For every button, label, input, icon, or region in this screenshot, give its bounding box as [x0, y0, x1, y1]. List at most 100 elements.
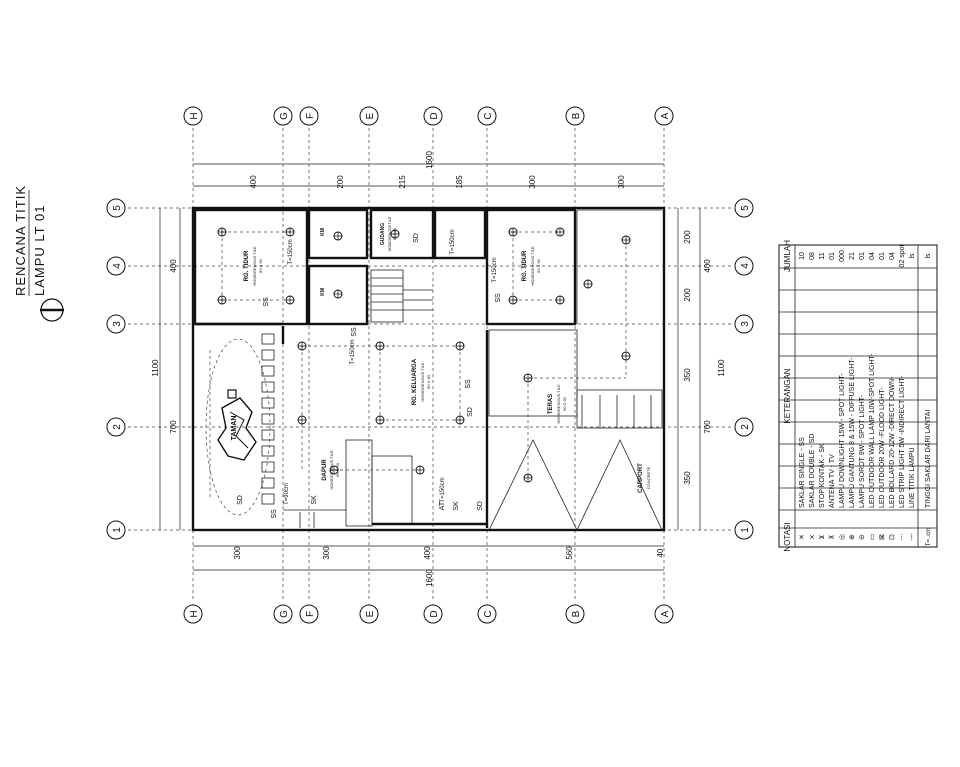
switch-single-tag: SS [263, 297, 270, 307]
room-floor: HOMOGENOUS TILE [388, 216, 392, 251]
room-floor: HOMOGENOUS TILE [329, 450, 334, 490]
room-terrace: TERAS HOMOGENOUS TILE 60 X 60 [548, 384, 567, 424]
room-floor: HOMOGENOUS TILE [252, 246, 257, 286]
dim-left-seg: 700 [169, 420, 178, 434]
legend-header-description: KETERANGAN [783, 368, 792, 423]
dim-top-seg: 400 [249, 175, 258, 189]
room-name: DAPUR [322, 459, 328, 481]
tree-icon [217, 389, 257, 461]
garden [205, 333, 275, 516]
legend-desc: LED OUTDOOR WALL LAMP 10W-SPOT LIGHT- [869, 353, 876, 508]
grid-bubbles-bottom: H G F E D C B A [183, 604, 674, 624]
switch-double-tag: SD [467, 407, 474, 417]
legend-row: ⊕ LAMPU GANTUNG 8 & 15W - DIFFUSE LIGHT-… [849, 252, 856, 540]
switch-height-tag: T=150cm [450, 229, 456, 254]
legend-notation: ▭ [869, 534, 876, 541]
room-kitchen: DAPUR HOMOGENOUS TILE 60 X 60 [322, 450, 340, 490]
legend-notation: ✕ [799, 534, 806, 540]
ceiling-light-icon [375, 341, 385, 351]
room-name: RG. KELUARGA [412, 358, 418, 405]
legend-desc: LED STRIP LIGHT 5W -INDIRECT LIGHT- [899, 375, 906, 508]
ceiling-light-icon [583, 279, 593, 289]
grid-col-label: A [660, 610, 671, 617]
grid-col-label: E [365, 112, 376, 119]
grid-col-label: F [305, 611, 316, 617]
legend-qty: 01 [859, 252, 866, 260]
garden-stepping-stones [261, 333, 275, 505]
ceiling-light-icon [508, 227, 518, 237]
ceiling-light-icon [297, 341, 307, 351]
dim-right-seg: 350 [683, 368, 692, 382]
room-name: TERAS [548, 394, 554, 414]
ceiling-light-icon [621, 235, 631, 245]
grid-bubbles-left: 5 4 3 2 1 [106, 198, 126, 540]
dim-right-seg: 200 [683, 288, 692, 302]
ceiling-light-icon [555, 295, 565, 305]
legend-notation: ◎ [839, 534, 846, 540]
dim-top-seg: 300 [617, 175, 626, 189]
grid-row-label: 2 [740, 424, 751, 430]
legend-row: ⊻ STOP KONTAK - SK 11 [818, 252, 826, 539]
grid-col-label: C [483, 610, 494, 617]
legend-desc: LAMPU SOROT 9W - SPOT LIGHT- [859, 394, 866, 508]
grid-col-label: B [571, 610, 582, 617]
grid-row-label: 3 [112, 321, 123, 327]
legend-notation: ⊡ [889, 534, 896, 540]
lighting-layout [209, 227, 631, 500]
legend-qty: 21 [849, 252, 856, 260]
legend-desc: SAKLAR DOUBLE - SD [809, 434, 816, 508]
legend-row: ⊠ LED OUTDOOR 20W -FLOOD LIGHT- 01 [879, 252, 886, 540]
ceiling-light-icon [333, 289, 343, 299]
grid-col-label: F [305, 113, 316, 119]
socket-tag: SK [453, 501, 460, 511]
legend-row: T=..cm TINGGI SAKLAR DARI LANTAI ls [925, 253, 932, 546]
floor-plan-walls [191, 206, 666, 532]
dim-bottom-seg: 40 [656, 548, 665, 557]
legend-notation: ⨯ [809, 534, 816, 540]
legend-notation: --- [909, 533, 916, 541]
grid-bubbles-top: H G F E D C B A [183, 106, 674, 126]
room-carport: CARPORT CONCRETE [638, 463, 651, 493]
legend-desc: LED OUTDOOR 20W -FLOOD LIGHT- [879, 387, 886, 508]
switch-tags: T=150cm T=150cm T=150cm T=150cm T=90cm T… [237, 229, 502, 518]
ceiling-light-icon [523, 373, 533, 383]
room-name: TAMAN [231, 416, 238, 441]
ceiling-light-icon [523, 473, 533, 483]
drawing-title: RENCANA TITIK LAMPU LT 01 [13, 185, 64, 322]
switch-height-tag: T=150cm [492, 257, 498, 282]
grid-row-label: 2 [112, 424, 123, 430]
ceiling-light-icon [333, 231, 343, 241]
room-bathroom: KM KM [320, 228, 326, 296]
legend-row: ⊼ ANTENA TV - TV 01 [828, 252, 836, 540]
room-bedroom-2: RG. TIDUR HOMOGENOUS TILE 60 X 60 [522, 246, 541, 286]
ceiling-light-icon [415, 465, 425, 475]
grid-row-label: 4 [740, 263, 751, 269]
ceiling-light-icon [375, 415, 385, 425]
dim-top-seg: 300 [528, 175, 537, 189]
room-name: KM [320, 228, 326, 236]
grid-col-label: G [279, 610, 290, 618]
legend-desc: ANTENA TV - TV [829, 454, 836, 508]
grid-row-label: 5 [740, 205, 751, 211]
legend-notation: ⊖ [859, 534, 866, 540]
grid-col-label: G [279, 112, 290, 120]
dim-right-seg: 350 [683, 471, 692, 485]
dim-bottom-seg: 300 [233, 546, 242, 560]
ceiling-light-icon [621, 351, 631, 361]
grid-row-label: 3 [740, 321, 751, 327]
ceiling-light-icon [329, 465, 339, 475]
room-storage: GUDANG HOMOGENOUS TILE 60 X 60 [380, 216, 397, 251]
legend-qty: 04 [889, 252, 896, 260]
dim-bottom-seg: 300 [322, 546, 331, 560]
legend-row: --- LINE TITIK LAMPU ls [909, 253, 916, 541]
legend-desc: TINGGI SAKLAR DARI LANTAI [925, 410, 932, 508]
legend-header-notation: NOTASI [783, 522, 792, 551]
legend-qty: 01 [829, 252, 836, 260]
room-size: 60 X 60 [426, 374, 431, 389]
legend-notation: ⊕ [849, 534, 856, 540]
switch-height-tag: T=150cm [288, 239, 294, 264]
legend-notation: ⊠ [879, 534, 886, 540]
legend-row: ⋯ LED STRIP LIGHT 5W -INDIRECT LIGHT- 02… [899, 244, 906, 540]
ceiling-light-icon [508, 295, 518, 305]
ceiling-light-icon [285, 227, 295, 237]
